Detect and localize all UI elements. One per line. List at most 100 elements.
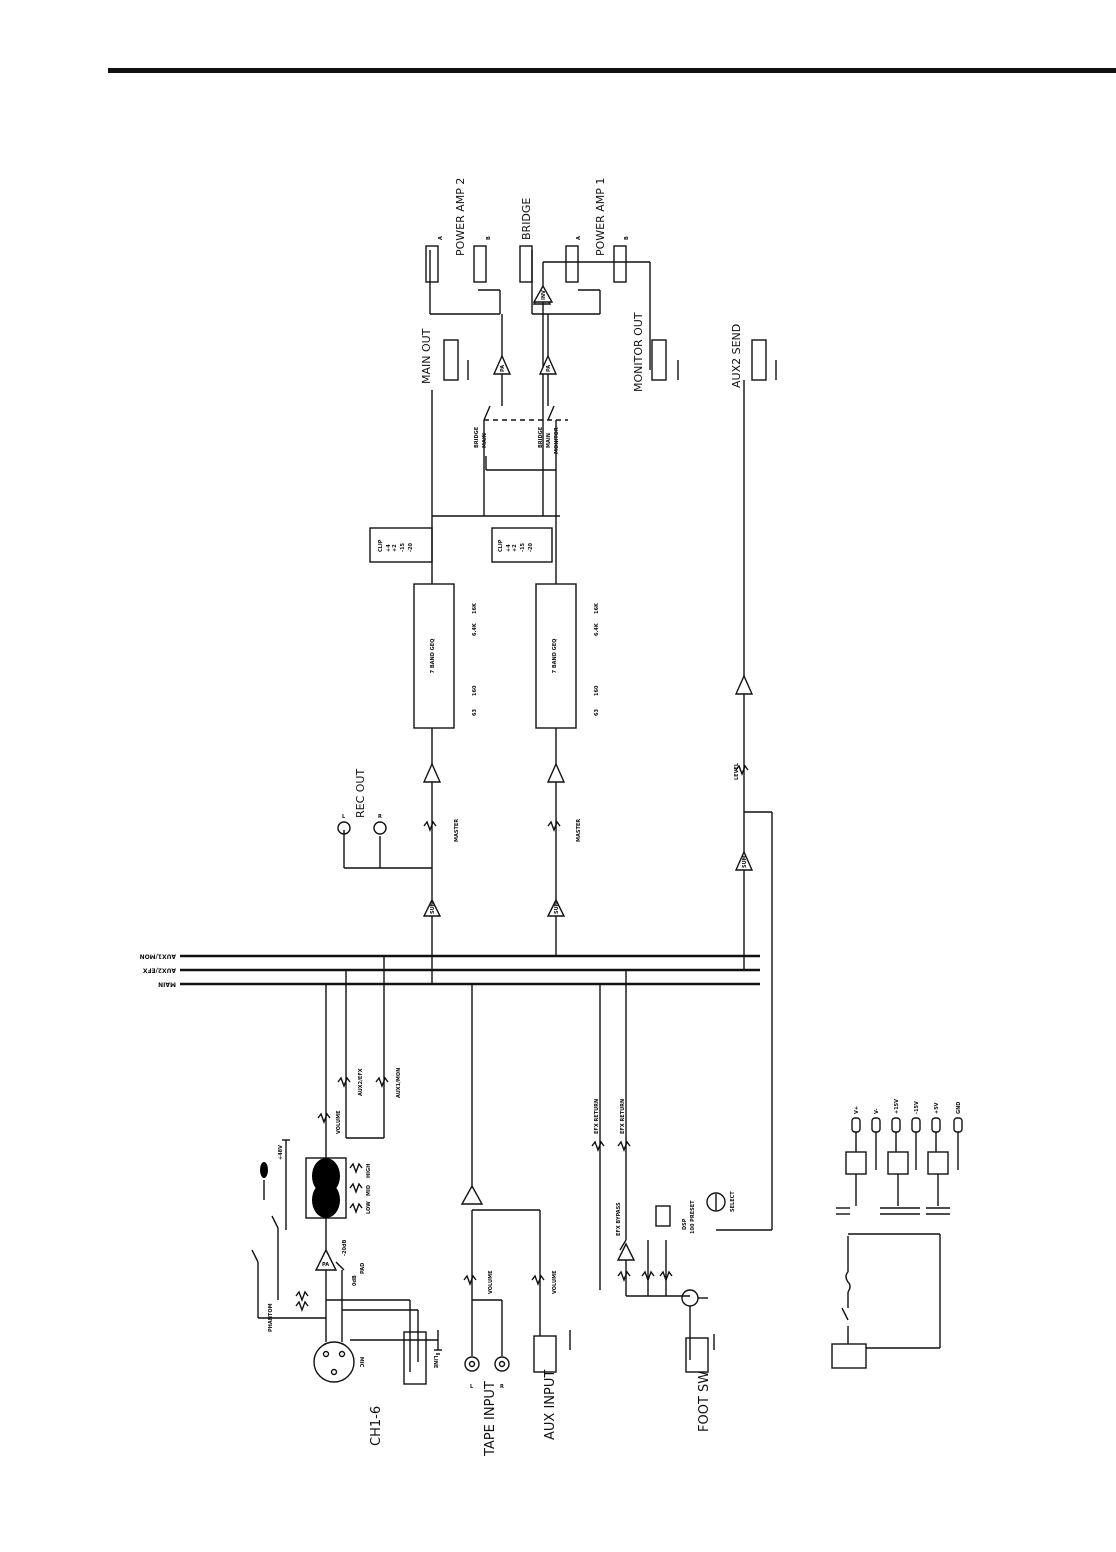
level-label: LEVEL — [734, 762, 740, 780]
svg-text:V+: V+ — [854, 1106, 860, 1114]
tape-input-r-jack — [494, 1356, 510, 1372]
dsp-select-knob — [706, 1192, 726, 1212]
aux2-send-label: AUX2 SEND — [730, 324, 743, 388]
svg-text:PA: PA — [322, 1262, 329, 1268]
svg-text:+2: +2 — [392, 544, 398, 552]
xlr-mic-input — [313, 1341, 355, 1383]
power-amp-2-jack-b — [473, 245, 487, 283]
svg-text:+15V: +15V — [894, 1099, 900, 1114]
monitor-path: SUM MASTER 7 BAND GEQ 63 160 6.4K 16K CL… — [474, 261, 679, 956]
aux-input-label: AUX INPUT — [543, 1370, 558, 1440]
rec-out-label: REC OUT — [354, 769, 367, 818]
svg-text:MAIN: MAIN — [546, 433, 552, 448]
rectifier-1 — [845, 1151, 867, 1175]
svg-text:160: 160 — [594, 685, 600, 696]
svg-text:V-: V- — [874, 1108, 880, 1114]
power-amp-2-jack-a — [425, 245, 439, 283]
plus48v-label: +48V — [278, 1145, 284, 1160]
select-label: SELECT — [730, 1191, 736, 1212]
eq-mid-label: MID — [366, 1185, 372, 1196]
power-amp-1-jack-a — [565, 245, 579, 283]
main-out-jack — [443, 339, 459, 381]
bus-label-main: MAIN — [158, 981, 176, 988]
svg-text:BRIDGE: BRIDGE — [474, 426, 480, 448]
pad-label: PAD — [360, 1263, 366, 1274]
dsp-preset-label: 100 PRESET — [690, 1200, 696, 1234]
phantom-label: PHANTOM — [268, 1303, 274, 1332]
svg-text:160: 160 — [472, 685, 478, 696]
aux2-send-jack — [751, 339, 767, 381]
svg-text:INV: INV — [541, 290, 547, 300]
svg-text:16K: 16K — [472, 602, 478, 614]
main-geq-block — [413, 583, 455, 729]
svg-text:R: R — [378, 814, 382, 820]
monitor-out-jack — [651, 339, 667, 381]
tape-input-label: TAPE INPUT — [483, 1381, 498, 1457]
svg-text:-15: -15 — [520, 542, 526, 552]
svg-text:16K: 16K — [594, 602, 600, 614]
svg-text:SUM: SUM — [742, 855, 748, 868]
svg-text:MONITOR: MONITOR — [554, 427, 560, 454]
aux2-send-path: SUM LEVEL AUX2 SEND — [730, 324, 777, 970]
header-rule — [108, 68, 1116, 73]
line-jack — [403, 1331, 427, 1385]
svg-text:63: 63 — [594, 709, 600, 716]
power-amp-1-jack-b — [613, 245, 627, 283]
aux-input-jack — [533, 1335, 557, 1373]
rec-out-r-jack — [373, 821, 387, 835]
svg-text:GND: GND — [956, 1102, 962, 1114]
dsp-label: DSP — [682, 1218, 688, 1230]
main-level-meter — [369, 527, 433, 563]
tape-input-l-jack — [464, 1356, 480, 1372]
monitor-master-label: MASTER — [576, 819, 582, 842]
svg-text:A: A — [438, 236, 444, 240]
bridge-label: BRIDGE — [520, 198, 533, 240]
svg-text:SUM: SUM — [430, 901, 436, 914]
svg-text:L: L — [342, 814, 346, 820]
aux2-efx-send-label: AUX2/EFX — [358, 1068, 364, 1096]
svg-text:+5V: +5V — [934, 1102, 940, 1114]
foot-switch-jack — [685, 1337, 709, 1373]
main-geq-label: 7 BAND GEQ — [430, 639, 436, 674]
rail-terminal-plus15v — [891, 1117, 901, 1133]
svg-text:-15: -15 — [400, 542, 406, 552]
svg-text:BRIDGE: BRIDGE — [538, 426, 544, 448]
svg-text:-20: -20 — [408, 542, 414, 552]
svg-text:+2: +2 — [512, 544, 518, 552]
iec-inlet — [831, 1343, 867, 1369]
power-supply: V+ V- +15V -15V +5V GND — [831, 1099, 963, 1369]
bridge-jack — [519, 245, 533, 283]
mic-label: MIC — [358, 1357, 364, 1368]
efx-bypass-label: EFX BYPASS — [616, 1202, 622, 1236]
monitor-geq-label: 7 BAND GEQ — [552, 639, 558, 674]
main-path: SUM MASTER L R REC OUT 7 BAND GEQ 63 160… — [337, 328, 560, 984]
svg-text:SUM: SUM — [554, 901, 560, 914]
main-out-label: MAIN OUT — [420, 328, 433, 384]
efx-return-label-2: EFX RETURN — [620, 1099, 626, 1134]
dsp-display — [655, 1205, 671, 1227]
aux-volume-label: VOLUME — [552, 1270, 558, 1294]
rectifier-2 — [887, 1151, 909, 1175]
svg-text:63: 63 — [472, 709, 478, 716]
svg-text:B: B — [486, 236, 492, 240]
rail-terminal-vplus — [851, 1117, 861, 1133]
tape-volume-label: VOLUME — [488, 1270, 494, 1294]
bus-label-aux1-mon: AUX1/MON — [140, 953, 176, 960]
power-amp-outputs: A POWER AMP 2 B BRIDGE A POWER AMP 1 B — [425, 178, 630, 315]
eq-high-label: HIGH — [366, 1164, 372, 1178]
efx-return-label-1: EFX RETURN — [594, 1099, 600, 1134]
svg-text:+4: +4 — [386, 544, 392, 552]
svg-text:-15V: -15V — [914, 1101, 920, 1114]
tape-input-section: L R VOLUME TAPE INPUT — [460, 984, 540, 1457]
svg-text:B: B — [624, 236, 630, 240]
channel-strip: MIC LINE +48V PHANTOM PA 0dB -20dB PA — [251, 956, 442, 1446]
rec-out-l-jack — [337, 821, 351, 835]
svg-text:R: R — [500, 1384, 504, 1390]
rail-terminal-vminus — [871, 1117, 881, 1133]
svg-text:CLIP: CLIP — [378, 539, 384, 552]
svg-text:+4: +4 — [506, 544, 512, 552]
monitor-out-label: MONITOR OUT — [632, 312, 645, 392]
rail-terminal-gnd — [953, 1117, 963, 1133]
mix-buses: AUX1/MON AUX2/EFX MAIN — [140, 953, 760, 988]
